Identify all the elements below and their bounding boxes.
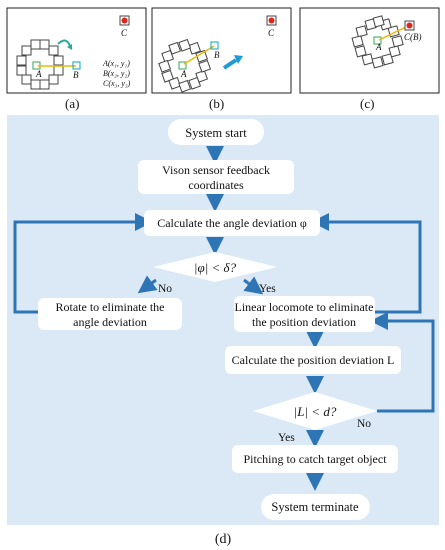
node-sensor-line1: Vison sensor feedback — [162, 163, 270, 177]
caption-c: (c) — [360, 96, 374, 111]
loop-linear-to-angle — [311, 213, 422, 314]
node-linear-line1: Linear locomote to eliminate — [235, 300, 374, 314]
label-a-b: A — [180, 69, 187, 79]
node-linear-line2: the position deviation — [252, 315, 356, 329]
marker-a-square-c — [373, 36, 382, 45]
coord-b: B(x₂, y₂) — [103, 69, 130, 78]
node-position-calc-label: Calculate the position deviation L — [232, 353, 395, 367]
caption-d: (d) — [215, 532, 232, 547]
robot-modules-a — [16, 39, 64, 90]
target-cb-dot — [406, 22, 413, 29]
node-angle-check — [153, 252, 277, 282]
line-a-to-cb — [378, 25, 409, 41]
label-cb: C(B) — [404, 32, 422, 42]
loop-rotate-to-angle — [13, 213, 153, 314]
rotation-arrow-icon — [57, 39, 71, 47]
marker-a-square-b — [178, 61, 187, 70]
arrow-check-no — [137, 275, 158, 294]
node-rotate-line2: angle deviation — [73, 315, 147, 329]
node-linear — [234, 296, 375, 332]
node-pitching-label: Pitching to catch target object — [243, 452, 387, 466]
label-yes-right: Yes — [259, 283, 276, 295]
move-arrow-icon — [234, 55, 243, 64]
node-system-terminate — [261, 494, 370, 520]
caption-b: (b) — [209, 96, 224, 111]
label-c: C — [121, 28, 128, 38]
panel-b: C A B (b) — [151, 7, 292, 111]
target-c-dot — [121, 17, 128, 24]
node-sensor — [138, 160, 294, 194]
label-yes-down: Yes — [278, 432, 295, 444]
rotation-arrow-head-icon — [67, 44, 72, 50]
panel-c: A C(B) (c) — [299, 7, 440, 111]
panel-a: C A B A(x₁, y₁) B(x₂, y₂) C(x₃, y₃) (a) — [6, 7, 147, 111]
node-rotate — [38, 298, 182, 330]
label-c-b: C — [268, 28, 275, 38]
node-system-terminate-label: System terminate — [271, 500, 359, 514]
marker-b-square — [72, 61, 81, 70]
line-a-to-b-rotated — [183, 45, 215, 65]
node-system-start — [168, 119, 264, 145]
flowchart-d: System start Vison sensor feedback coord… — [7, 115, 439, 525]
node-sensor-line2: coordinates — [188, 178, 244, 192]
coord-a: A(x₁, y₁) — [102, 59, 130, 68]
caption-a: (a) — [65, 96, 79, 111]
node-position-check — [253, 392, 377, 430]
label-no-left: No — [158, 283, 172, 295]
arrow-check-yes — [243, 276, 264, 295]
robot-modules-b — [158, 38, 212, 93]
node-position-check-label: |L| < d? — [294, 404, 337, 419]
target-c-dot-b — [268, 17, 275, 24]
loop-position-check-to-linear — [370, 312, 435, 413]
node-rotate-line1: Rotate to eliminate the — [56, 300, 165, 314]
label-a: A — [35, 69, 42, 79]
node-angle-calc — [144, 210, 320, 236]
label-no-right: No — [357, 418, 371, 430]
marker-b-square-b — [210, 41, 219, 50]
node-angle-check-label: |φ| < δ? — [194, 260, 237, 275]
node-position-calc — [225, 346, 401, 374]
move-arrow-shaft — [222, 58, 238, 70]
coord-c: C(x₃, y₃) — [103, 79, 131, 88]
label-b: B — [73, 70, 79, 80]
node-system-start-label: System start — [185, 126, 247, 140]
node-pitching — [232, 445, 398, 473]
label-b-b: B — [214, 50, 220, 60]
label-a-c: A — [375, 42, 382, 52]
node-angle-calc-label: Calculate the angle deviation φ — [157, 216, 307, 230]
